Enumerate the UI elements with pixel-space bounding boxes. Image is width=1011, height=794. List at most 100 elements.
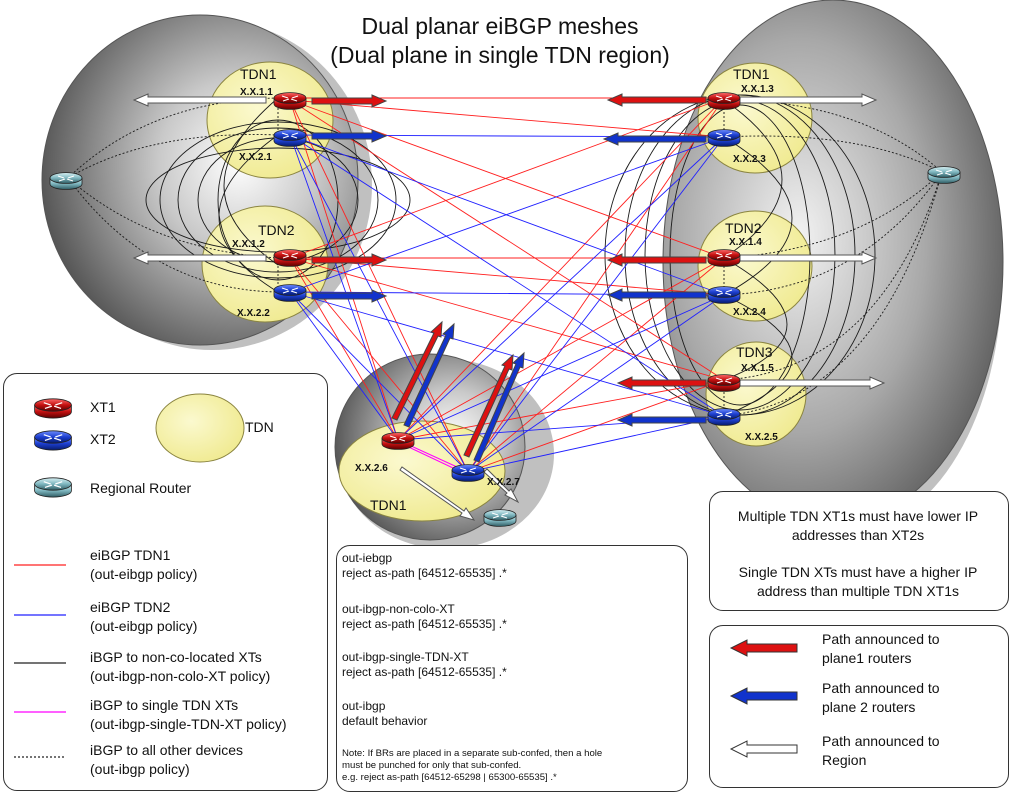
region-arrow (737, 251, 878, 265)
path-legend-line: Region (822, 752, 867, 768)
plane2-legend-arrow (729, 687, 798, 705)
xt1-address: X.X.1.2 (232, 239, 265, 250)
tdn-label: TDN1 (240, 66, 277, 82)
legend-line-title: iBGP to all other devices (90, 742, 244, 758)
legend-icons (14, 393, 245, 758)
plane2-arrow (473, 351, 525, 463)
policy-name: out-ibgp-single-TDN-XT (342, 650, 469, 664)
regional-router-icon (49, 172, 83, 190)
path-legend-plane1: Path announced to plane1 routers (822, 630, 940, 668)
legend-line-title: iBGP to single TDN XTs (90, 697, 239, 713)
plane1-arrow (311, 253, 388, 267)
legend-ibgp-single-tdn: iBGP to single TDN XTs (out-ibgp-single-… (90, 696, 287, 734)
policy-out-ibgp-non-colo-xt: out-ibgp-non-colo-XT reject as-path [645… (342, 602, 507, 632)
xt2-address: X.X.2.5 (745, 432, 778, 443)
xt1-router-icon (707, 92, 741, 110)
legend-tdn-label: TDN (245, 419, 274, 435)
legend-line-policy: (out-ibgp policy) (90, 761, 190, 777)
tdn-circle-bottom-1 (338, 420, 506, 522)
regional-router-icon (483, 509, 517, 527)
regional-router-legend-icon (34, 477, 72, 498)
regional-router-icon (927, 166, 961, 184)
plane2-arrow (311, 129, 388, 143)
xt2-router-icon (273, 129, 307, 147)
xt1-router-icon (273, 249, 307, 267)
xt2-address: X.X.2.7 (487, 477, 520, 488)
xt1-address: X.X.1.4 (729, 237, 762, 248)
plane1-arrow (606, 93, 707, 107)
plane1-arrow (391, 320, 443, 421)
policy-box (336, 545, 688, 792)
note-line: must be punched for only that sub-confed… (342, 760, 522, 771)
plane1-arrow (616, 376, 707, 390)
region-arrow (737, 93, 878, 107)
region-legend-arrow (729, 740, 798, 758)
xt2-address: X.X.2.3 (733, 154, 766, 165)
policy-rule: reject as-path [64512-65535] .* (342, 617, 507, 631)
region-arrow (737, 376, 886, 390)
policy-note: Note: If BRs are placed in a separate su… (342, 748, 602, 784)
legend-line-policy: (out-eibgp policy) (90, 566, 198, 582)
tdn-label: TDN1 (370, 497, 407, 513)
legend-eibgp-tdn2: eiBGP TDN2 (out-eibgp policy) (90, 598, 197, 636)
plane1-arrow (606, 253, 707, 267)
policy-out-iebgp: out-iebgp reject as-path [64512-65535] .… (342, 551, 507, 581)
xt2-router-icon (707, 286, 741, 304)
tdn-labels: TDN1 X.X.1.1 X.X.2.1 TDN2 X.X.1.2 X.X.2.… (232, 66, 778, 513)
policy-rule: reject as-path [64512-65535] .* (342, 665, 507, 679)
tdn-label: TDN1 (733, 66, 770, 82)
xt2-router-icon (707, 408, 741, 426)
plane2-arrow (606, 288, 707, 302)
path-legend-arrows (729, 639, 798, 758)
policy-rule: reject as-path [64512-65535] .* (342, 566, 507, 580)
path-legend-line: Path announced to (822, 680, 940, 696)
xt2-address: X.X.2.1 (239, 152, 272, 163)
policy-out-ibgp-single-tdn-xt: out-ibgp-single-TDN-XT reject as-path [6… (342, 650, 507, 680)
legend-line-policy: (out-ibgp-non-colo-XT policy) (90, 668, 271, 684)
xt1-router-icon (273, 92, 307, 110)
xt2-address: X.X.2.2 (237, 308, 270, 319)
legend-ibgp-non-colo: iBGP to non-co-located XTs (out-ibgp-non… (90, 648, 270, 686)
rule-line: addresses than XT2s (791, 527, 925, 543)
policy-name: out-ibgp-non-colo-XT (342, 602, 455, 616)
region-arrow (132, 93, 267, 107)
note-line: e.g. reject as-path [64512-65298 | 65300… (342, 772, 557, 783)
rule-line: Multiple TDN XT1s must have lower IP (737, 508, 979, 524)
plane2-arrow (616, 413, 707, 427)
legend-line-policy: (out-eibgp policy) (90, 618, 198, 634)
plane2-arrow (602, 132, 707, 146)
xt1-router-icon (707, 374, 741, 392)
plane2-path-arrows (311, 129, 707, 463)
plane1-arrow (311, 94, 388, 108)
region-arrow (483, 468, 520, 504)
legend-ibgp-other: iBGP to all other devices (out-ibgp poli… (90, 741, 243, 779)
xt1-router-icon (381, 432, 415, 450)
region-arrow (132, 251, 267, 265)
xt1-legend-icon (34, 398, 72, 419)
plane2-arrow (311, 289, 388, 303)
xt2-router-icon (273, 284, 307, 302)
xt2-address: X.X.2.4 (733, 307, 766, 318)
plane1-legend-arrow (729, 639, 798, 657)
legend-line-title: eiBGP TDN2 (90, 599, 171, 615)
xt1-address: X.X.1.1 (240, 87, 273, 98)
tdn-legend-icon (155, 393, 245, 463)
diagram-title: Dual planar eiBGP meshes (361, 13, 639, 39)
xt1-address: X.X.1.3 (741, 84, 774, 95)
tdn-label: TDN2 (258, 222, 295, 238)
xt1-router-icon (707, 249, 741, 267)
path-legend-line: plane 2 routers (822, 699, 916, 715)
xt1-address: X.X.2.6 (355, 463, 388, 474)
xt2-router-icon (451, 464, 485, 482)
plane1-arrow (463, 353, 514, 458)
policy-out-ibgp: out-ibgp default behavior (342, 699, 427, 729)
rules-box (709, 491, 1009, 611)
tdn-label: TDN3 (736, 344, 773, 360)
legend-regional-router-label: Regional Router (90, 480, 192, 496)
diagram-subtitle: (Dual plane in single TDN region) (330, 42, 670, 68)
rule-line: Single TDN XTs must have a higher IP (738, 564, 978, 580)
path-legend-plane2: Path announced to plane 2 routers (822, 679, 940, 717)
policy-name: out-iebgp (342, 551, 393, 565)
xt2-router-icon (707, 129, 741, 147)
